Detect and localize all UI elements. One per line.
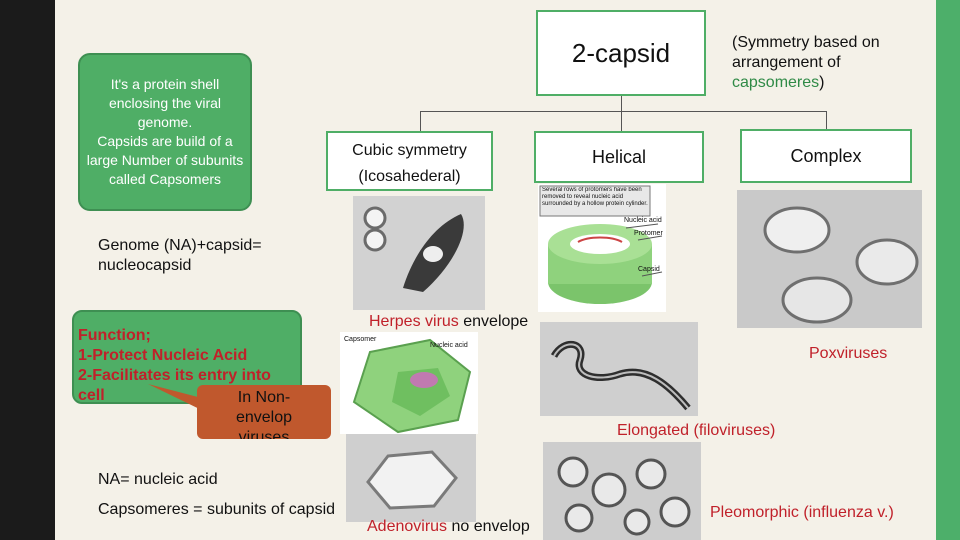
herpes-caption-black: envelope bbox=[458, 313, 529, 330]
complex-micrograph bbox=[737, 190, 922, 328]
symmetry-note-suffix: ) bbox=[819, 74, 825, 91]
filovirus-micrograph bbox=[540, 322, 698, 416]
icosahedral-diagram: Capsomer Nucleic acid bbox=[340, 332, 478, 434]
adenovirus-caption-red: Adenovirus bbox=[367, 518, 448, 535]
helical-caption: Several rows of protomers have been remo… bbox=[542, 187, 648, 207]
cubic-title: Cubic symmetry bbox=[352, 142, 467, 159]
cubic-subtitle: (Icosahederal) bbox=[358, 168, 461, 185]
connector-cubic bbox=[420, 111, 421, 131]
capsid-title-box: 2-capsid bbox=[536, 10, 706, 96]
herpes-micrograph bbox=[353, 196, 485, 310]
symmetry-note: (Symmetry based on arrangement of capsom… bbox=[732, 33, 922, 93]
adenovirus-micrograph bbox=[346, 434, 476, 522]
right-green-strip bbox=[936, 0, 960, 540]
genome-formula: Genome (NA)+capsid= nucleocapsid bbox=[98, 237, 262, 274]
adenovirus-caption-black: no envelop bbox=[447, 518, 530, 535]
connector-helical bbox=[621, 111, 622, 131]
herpes-caption: Herpes virus envelope bbox=[369, 312, 528, 332]
left-dark-strip bbox=[0, 0, 55, 540]
herpes-caption-red: Herpes virus bbox=[369, 313, 459, 330]
capsid-definition-text: It's a protein shell enclosing the viral… bbox=[86, 76, 244, 187]
helical-box: Helical bbox=[534, 131, 704, 183]
helical-label: Helical bbox=[591, 146, 647, 167]
complex-label: Complex bbox=[790, 145, 862, 166]
helical-label-protomer: Protomer bbox=[634, 230, 663, 237]
callout-text: In Non- envelop viruses bbox=[235, 389, 293, 439]
connector-complex bbox=[826, 111, 827, 131]
helical-diagram: Several rows of protomers have been remo… bbox=[538, 184, 666, 312]
capsid-title: 2-capsid bbox=[571, 37, 671, 68]
na-definition: NA= nucleic acid bbox=[98, 471, 218, 488]
function-text: Function; 1-Protect Nucleic Acid 2-Facil… bbox=[78, 327, 271, 404]
herpes-micrograph-art bbox=[353, 196, 485, 310]
capsid-definition-box: It's a protein shell enclosing the viral… bbox=[78, 53, 252, 211]
poxviruses-label: Poxviruses bbox=[809, 345, 888, 362]
helical-label-nucleic-acid: Nucleic acid bbox=[624, 217, 662, 224]
elongated-label: Elongated (filoviruses) bbox=[617, 422, 776, 439]
complex-box: Complex bbox=[740, 129, 912, 183]
adenovirus-micrograph-art bbox=[346, 434, 476, 522]
pleomorphic-label: Pleomorphic (influenza v.) bbox=[710, 504, 894, 521]
symmetry-note-prefix: (Symmetry based on arrangement of bbox=[732, 34, 880, 71]
filovirus-micrograph-art bbox=[540, 322, 698, 416]
helical-label-capsid: Capsid bbox=[638, 266, 660, 273]
influenza-micrograph bbox=[543, 442, 701, 540]
symmetry-note-keyword: capsomeres bbox=[732, 74, 820, 91]
helical-diagram-art bbox=[539, 185, 663, 304]
influenza-micrograph-art bbox=[543, 442, 701, 540]
icosa-label-capsomer: Capsomer bbox=[344, 336, 377, 343]
connector-horizontal bbox=[420, 111, 826, 112]
connector-vertical bbox=[621, 96, 622, 112]
cubic-symmetry-box: Cubic symmetry (Icosahederal) bbox=[326, 131, 493, 191]
complex-micrograph-art bbox=[737, 190, 922, 328]
callout-box: In Non- envelop viruses bbox=[197, 385, 331, 439]
capsomeres-definition: Capsomeres = subunits of capsid bbox=[98, 501, 336, 518]
icosa-label-nucleic-acid: Nucleic acid bbox=[430, 342, 468, 349]
adenovirus-caption: Adenovirus no envelop bbox=[367, 517, 530, 537]
icosahedral-diagram-art bbox=[352, 338, 472, 434]
function-box: Function; 1-Protect Nucleic Acid 2-Facil… bbox=[72, 310, 302, 404]
